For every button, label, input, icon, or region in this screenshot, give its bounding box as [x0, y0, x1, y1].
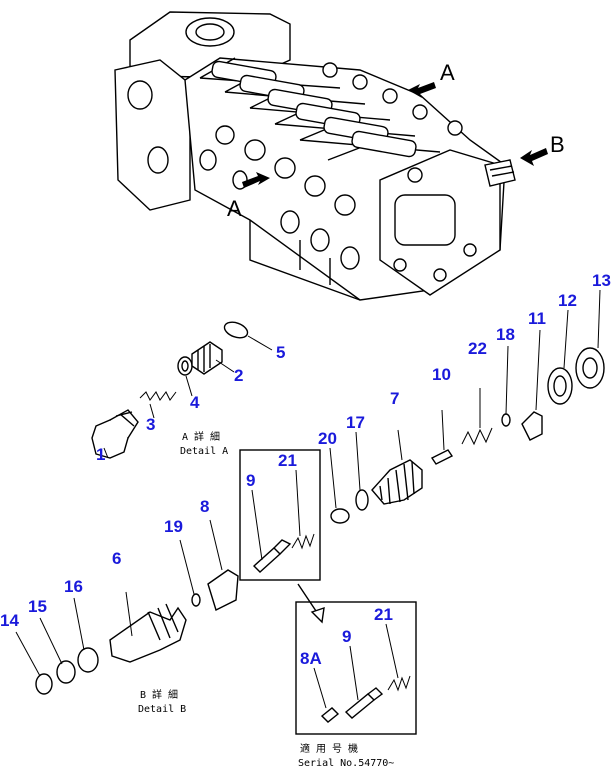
- detail-a-caption-jp: A 詳 細: [182, 430, 220, 443]
- callout-5: 5: [276, 343, 285, 362]
- detail-a-caption-en: Detail A: [180, 446, 228, 457]
- callout-16: 16: [64, 577, 83, 596]
- callout-13: 13: [592, 271, 611, 290]
- callout-2: 2: [234, 366, 243, 385]
- callout-14: 14: [0, 611, 19, 630]
- view-label-a-top: A: [440, 60, 455, 85]
- callout-20: 20: [318, 429, 337, 448]
- box-serial-parts: [295, 601, 417, 735]
- control-valve-assembly: [114, 11, 516, 301]
- callout-4: 4: [190, 393, 200, 412]
- callout-10: 10: [432, 365, 451, 384]
- detail-b-parts: [15, 519, 239, 695]
- callout-9: 9: [246, 471, 255, 490]
- callout-21-serial: 21: [374, 605, 393, 624]
- serial-caption-jp: 適 用 号 機: [300, 742, 358, 755]
- callout-21: 21: [278, 451, 297, 470]
- callout-3: 3: [146, 415, 155, 434]
- callout-1: 1: [96, 445, 105, 464]
- detail-b-caption-jp: B 詳 細: [140, 688, 178, 701]
- serial-caption-en: Serial No.54770~: [298, 758, 394, 769]
- view-arrow-a-left: [242, 172, 270, 188]
- callout-11: 11: [528, 309, 546, 328]
- view-label-b: B: [550, 132, 565, 157]
- callout-15: 15: [28, 597, 47, 616]
- callout-9-serial: 9: [342, 627, 351, 646]
- view-arrow-b: [520, 148, 548, 166]
- detail-b-caption-en: Detail B: [138, 704, 186, 715]
- callout-22: 22: [468, 339, 487, 358]
- callout-17: 17: [346, 413, 365, 432]
- callout-19: 19: [164, 517, 183, 536]
- callout-12: 12: [558, 291, 577, 310]
- view-arrow-a-top: [408, 82, 436, 98]
- callout-8: 8: [200, 497, 209, 516]
- view-label-a-left: A: [227, 196, 242, 221]
- callout-8a: 8A: [300, 649, 322, 668]
- callout-7: 7: [390, 389, 399, 408]
- relief-valve-parts: [329, 289, 605, 524]
- callout-18: 18: [496, 325, 515, 344]
- callout-6: 6: [112, 549, 121, 568]
- detail-a-parts: [91, 321, 273, 459]
- box-current-parts: [239, 449, 325, 624]
